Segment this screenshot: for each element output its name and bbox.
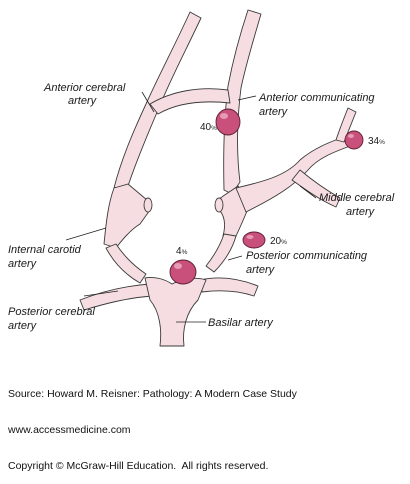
pct-posterior-communicating-sign: % (281, 239, 287, 246)
aneurysm-middle-cerebral (344, 130, 364, 150)
label-posterior-cerebral-line1: Posterior cerebral (8, 306, 95, 318)
copyright-line: Copyright © McGraw-Hill Education. All r… (8, 460, 269, 472)
left-posterior-communicating-artery (105, 243, 147, 284)
aneurysm-anterior-communicating (215, 108, 241, 136)
source-line: Source: Howard M. Reisner: Pathology: A … (8, 388, 297, 400)
pct-middle-cerebral-sign: % (379, 139, 385, 146)
label-anterior-cerebral-line1: Anterior cerebral (43, 82, 126, 94)
right-posterior-communicating-artery (205, 233, 237, 273)
label-internal-carotid-line1: Internal carotid (8, 244, 82, 256)
label-anterior-cerebral-line2: artery (68, 95, 98, 107)
label-posterior-cerebral-line2: artery (8, 320, 38, 332)
label-middle-cerebral-line1: Middle cerebral (319, 192, 395, 204)
pct-middle-cerebral: 34% (368, 136, 385, 147)
pct-anterior-communicating-value: 40 (200, 122, 212, 133)
pct-anterior-communicating-sign: % (211, 125, 217, 132)
leader-internal-carotid (65, 227, 107, 241)
aneurysm-posterior-communicating (242, 231, 266, 249)
pct-basilar-tip-sign: % (182, 249, 188, 256)
pct-anterior-communicating: 40% (200, 122, 217, 133)
pct-basilar-tip-value: 4 (176, 246, 182, 257)
source-url: www.accessmedicine.com (8, 424, 131, 436)
left-internal-carotid-artery (103, 183, 151, 249)
right-posterior-cerebral-artery (199, 277, 259, 297)
label-basilar: Basilar artery (208, 317, 274, 329)
label-anterior-communicating-line1: Anterior communicating (258, 92, 375, 104)
basilar-artery (144, 277, 207, 347)
pct-posterior-communicating: 20% (270, 236, 287, 247)
pct-middle-cerebral-value: 34 (368, 136, 380, 147)
leader-posterior-cerebral (83, 290, 119, 297)
label-internal-carotid-line2: artery (8, 258, 38, 270)
leader-anterior-communicating (237, 95, 257, 101)
anterior-communicating-artery (149, 88, 231, 115)
right-carotid-stump (214, 197, 224, 213)
circle-of-willis-diagram: Anterior cerebral artery Anterior commun… (8, 9, 395, 347)
left-carotid-stump (143, 197, 153, 213)
leader-anterior-cerebral (141, 91, 155, 113)
label-anterior-communicating-line2: artery (259, 106, 289, 118)
label-posterior-communicating-line1: Posterior communicating (246, 250, 368, 262)
pct-posterior-communicating-value: 20 (270, 236, 282, 247)
label-middle-cerebral-line2: artery (346, 206, 376, 218)
pct-basilar-tip: 4% (176, 246, 188, 257)
label-posterior-communicating-line2: artery (246, 264, 276, 276)
leader-middle-cerebral (299, 185, 317, 199)
source-citation: Source: Howard M. Reisner: Pathology: A … (8, 364, 297, 484)
leader-posterior-communicating (227, 255, 243, 261)
aneurysm-basilar-tip (169, 259, 197, 285)
